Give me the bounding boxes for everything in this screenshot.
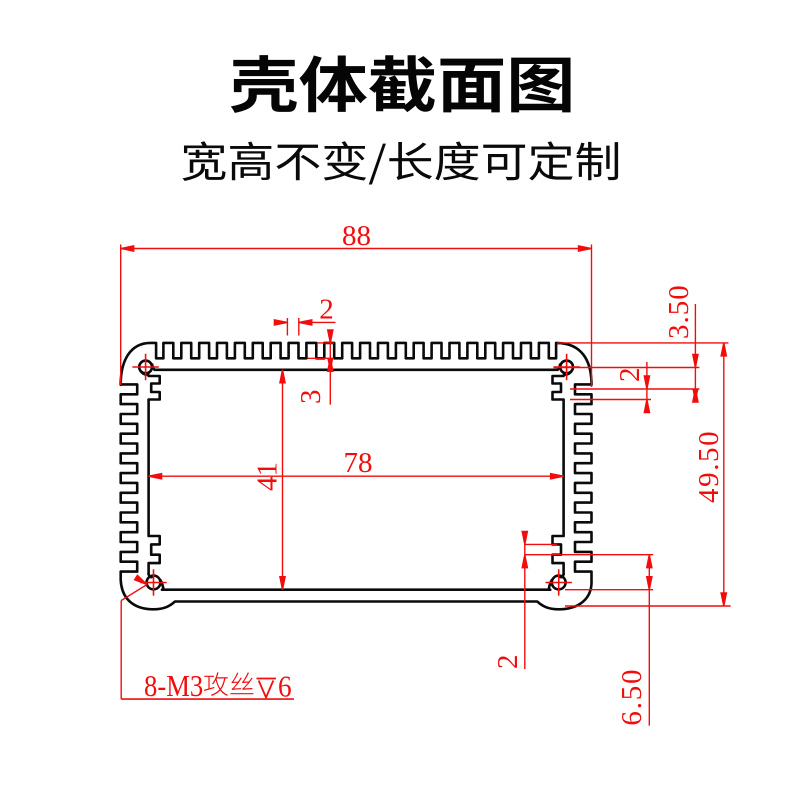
svg-text:78: 78 — [344, 447, 373, 479]
svg-text:2: 2 — [319, 294, 334, 326]
svg-text:41: 41 — [252, 462, 284, 491]
svg-text:2: 2 — [492, 655, 524, 670]
svg-text:6.50: 6.50 — [616, 668, 648, 726]
svg-text:6: 6 — [278, 670, 292, 704]
svg-text:49.50: 49.50 — [693, 430, 725, 503]
svg-text:3: 3 — [295, 390, 327, 405]
svg-text:2: 2 — [614, 368, 646, 383]
svg-text:88: 88 — [342, 220, 371, 252]
svg-text:3.50: 3.50 — [663, 284, 695, 339]
svg-text:8-M3: 8-M3 — [144, 669, 203, 703]
